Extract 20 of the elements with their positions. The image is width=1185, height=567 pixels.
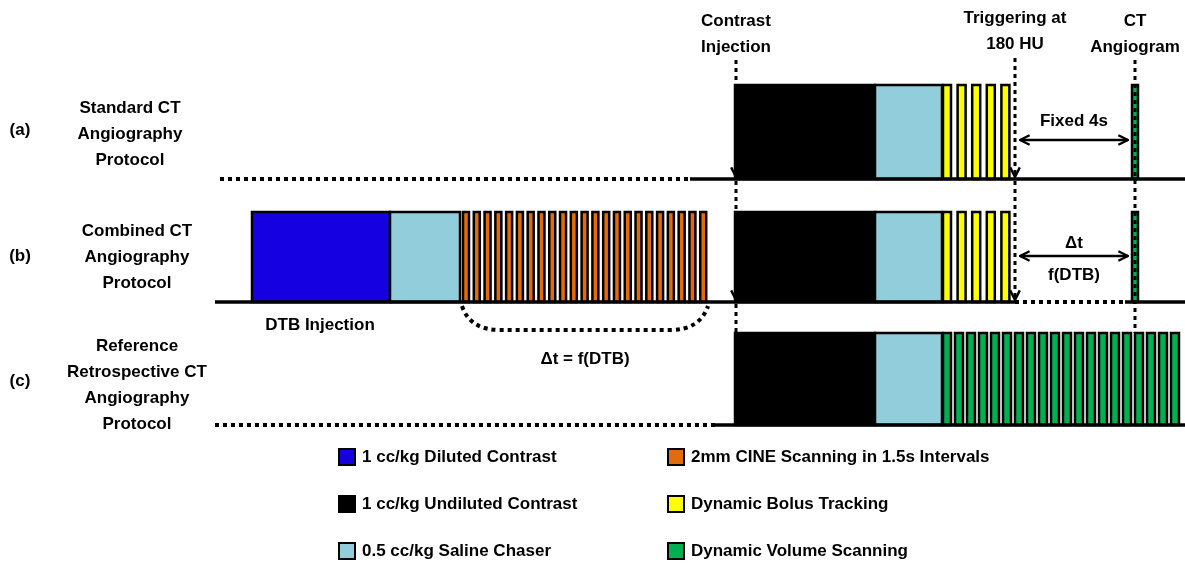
row-label: (c) xyxy=(8,370,32,392)
interval-label: Fixed 4s xyxy=(1038,110,1109,132)
legend-text: 1 cc/kg Undiluted Contrast xyxy=(362,494,578,514)
interval-label: Δt xyxy=(1064,232,1084,254)
row-label: (b) xyxy=(8,245,32,267)
marker-label: CT Angiogram xyxy=(1089,10,1181,58)
marker-label: Triggering at 180 HU xyxy=(962,7,1068,55)
protocol-label: Reference Retrospective CT Angiography Protocol xyxy=(66,335,208,435)
legend-text: 2mm CINE Scanning in 1.5s Intervals xyxy=(691,447,990,467)
interval-label: f(DTB) xyxy=(1047,264,1101,286)
protocol-label: Combined CT Angiography Protocol xyxy=(80,220,194,294)
row-label: (a) xyxy=(8,119,32,141)
legend-text: 0.5 cc/kg Saline Chaser xyxy=(362,541,551,561)
phase-label: DTB Injection xyxy=(264,314,376,336)
marker-label: Contrast Injection xyxy=(700,10,772,58)
interval-label: Δt = f(DTB) xyxy=(539,348,631,370)
protocol-label: Standard CT Angiography Protocol xyxy=(76,97,184,171)
legend-text: Dynamic Bolus Tracking xyxy=(691,494,889,514)
legend-text: Dynamic Volume Scanning xyxy=(691,541,908,561)
legend-text: 1 cc/kg Diluted Contrast xyxy=(362,447,557,467)
